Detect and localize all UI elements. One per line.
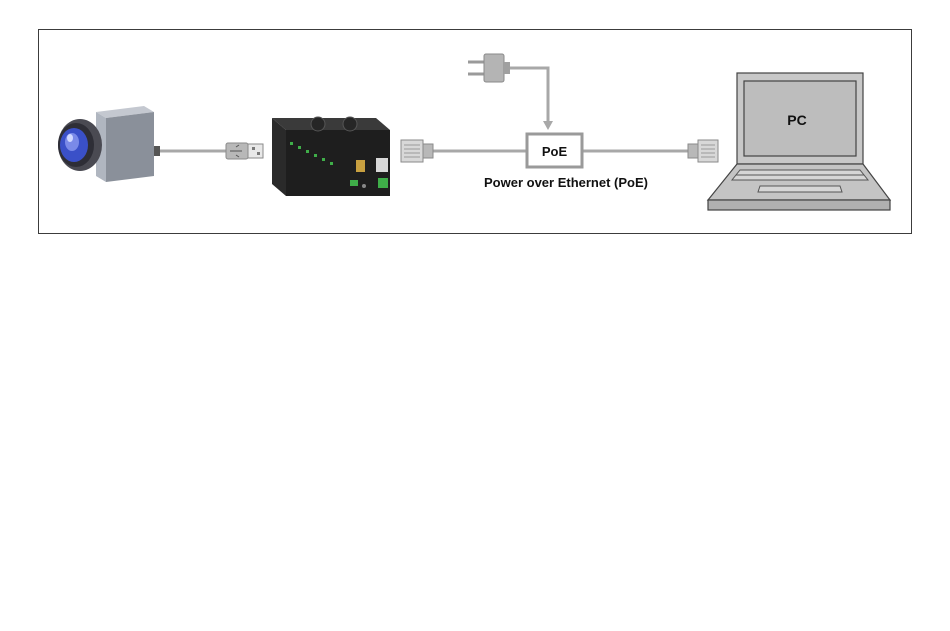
ethernet-plug-icon [688,140,718,162]
poe-injector: PoE [527,134,582,167]
pc-label: PC [787,112,806,128]
ethernet-plug-icon [401,140,433,162]
usb-plug-icon [226,143,263,159]
poe-box-label: PoE [542,144,568,159]
power-arrow-icon [543,121,553,130]
thermal-camera-icon [58,106,160,182]
power-plug-icon [468,54,510,82]
cables [157,68,690,151]
power-cable [508,68,548,124]
poe-caption: Power over Ethernet (PoE) [484,175,648,190]
usb-server-device-icon [272,117,390,196]
laptop-icon [708,73,890,210]
